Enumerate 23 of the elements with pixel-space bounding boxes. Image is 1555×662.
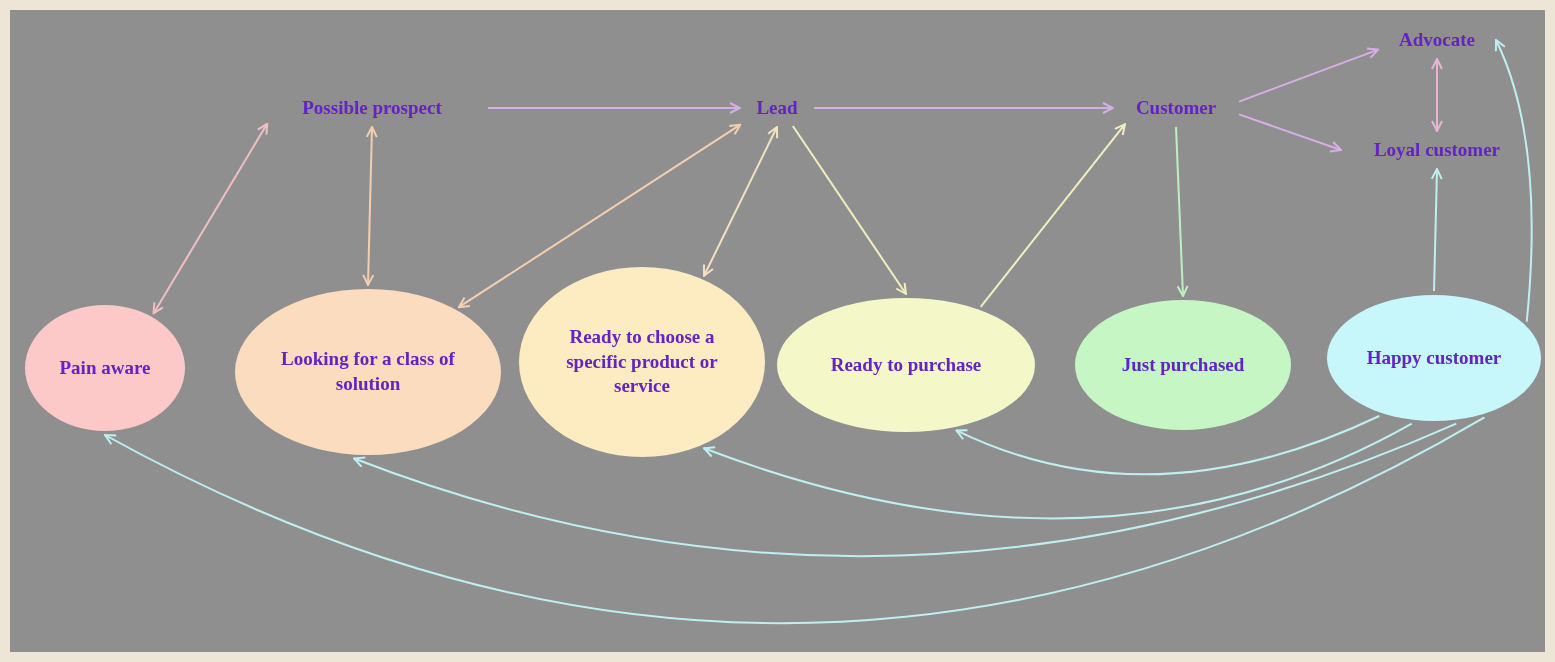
arrow [955,415,1381,476]
arrow [979,123,1126,308]
arrow [362,126,378,286]
stage-label: Possible prospect [260,93,484,123]
arrow [703,422,1413,519]
arrow [1238,113,1342,153]
arrow [1238,47,1380,103]
stage-label: Lead [744,93,810,123]
arrow [487,102,741,114]
stage-label: Customer [1117,93,1235,123]
arrow [1430,168,1443,292]
arrow [703,126,779,277]
stage-label: Advocate [1382,25,1492,55]
arrow [457,123,742,309]
arrow [353,422,1458,557]
arrow [104,416,1486,625]
arrow [791,125,907,295]
arrow [813,102,1114,114]
arrow [1431,58,1443,132]
arrow [1494,39,1533,323]
arrow [1175,126,1189,297]
arrow [152,122,269,315]
stage-label: Loyal customer [1345,135,1529,165]
